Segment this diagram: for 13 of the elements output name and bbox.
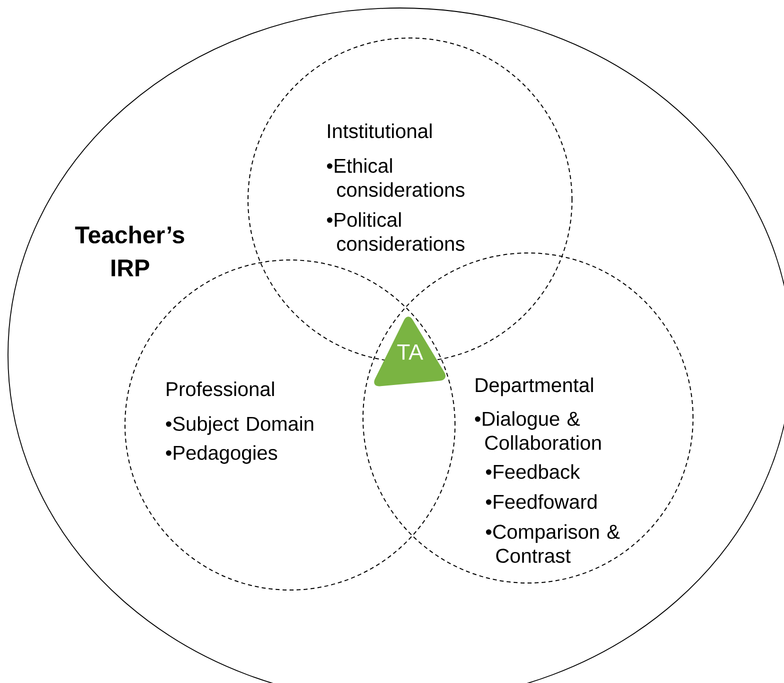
bullet-item: •Feedback — [486, 464, 580, 479]
bullet-item: •Comparison & Contrast — [486, 524, 620, 563]
bullet-item: •Ethical considerations — [327, 158, 464, 197]
bullet-item: •Pedagogies — [166, 445, 278, 464]
heading: Professional — [166, 382, 274, 396]
heading: Departmental — [476, 378, 593, 396]
bullet-item: •Dialogue & Collaboration — [475, 411, 601, 450]
heading: Intstitutional — [328, 124, 432, 138]
heading: Teacher’s IRP — [75, 226, 184, 276]
bullet-item: •Political considerations — [327, 212, 464, 251]
overlap-triangle: TA — [374, 316, 446, 386]
bullet-item: •Subject Domain — [166, 416, 314, 435]
bullet-item: •Feedfoward — [486, 494, 597, 509]
